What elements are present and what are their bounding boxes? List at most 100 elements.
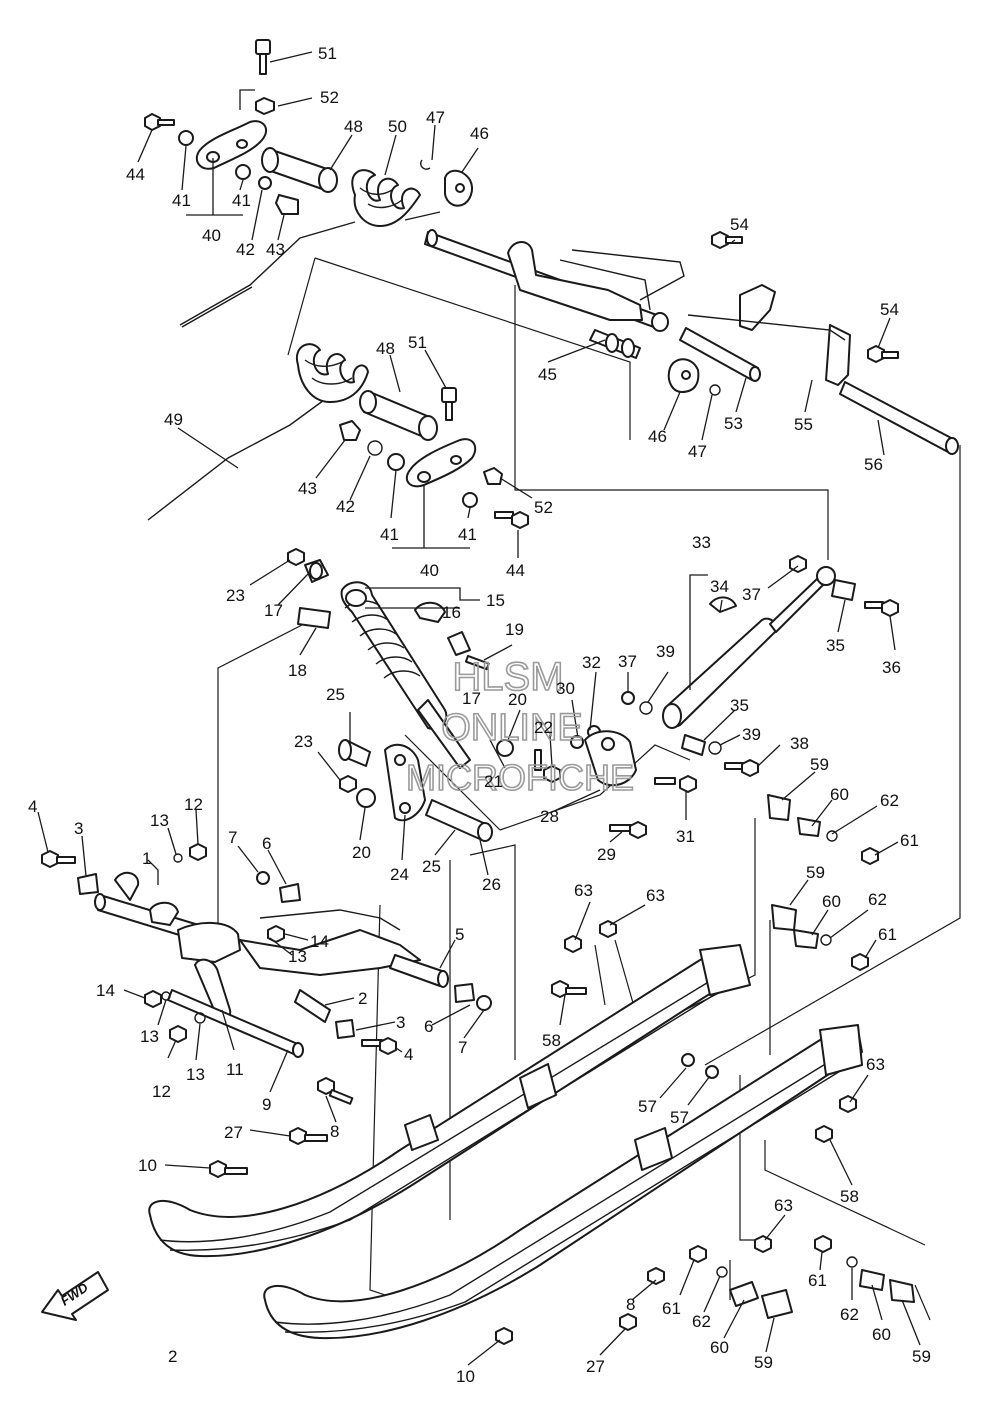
watermark-line-2: ONLINE	[441, 707, 582, 749]
callout-41: 41	[380, 525, 399, 544]
callout-61: 61	[878, 925, 897, 944]
bolt-51-left	[441, 387, 457, 421]
callout-8: 8	[626, 1295, 635, 1314]
bracket-55	[687, 284, 851, 386]
callout-60: 60	[872, 1325, 891, 1344]
callout-60: 60	[710, 1338, 729, 1357]
rear-axle-shaft-45	[424, 229, 685, 332]
callout-47: 47	[426, 108, 445, 127]
callout-46: 46	[470, 124, 489, 143]
callout-41: 41	[458, 525, 477, 544]
callout-52: 52	[534, 498, 553, 517]
slide-rail-bushing-48-top	[261, 147, 338, 193]
callout-25: 25	[422, 857, 441, 876]
callout-63: 63	[646, 886, 665, 905]
callout-37: 37	[742, 585, 761, 604]
callout-49: 49	[164, 410, 183, 429]
callout-62: 62	[692, 1312, 711, 1331]
callout-43: 43	[266, 240, 285, 259]
callout-63: 63	[574, 881, 593, 900]
slide-rail-bushing-48-left	[359, 390, 438, 441]
callout-36: 36	[882, 658, 901, 677]
callout-32: 32	[582, 653, 601, 672]
callout-17: 17	[264, 601, 283, 620]
callout-23: 23	[226, 586, 245, 605]
callout-13: 13	[150, 811, 169, 830]
callout-13: 13	[140, 1027, 159, 1046]
watermark-line-3: MICROFICHE	[406, 757, 634, 798]
shock-lower-link-28	[584, 730, 697, 839]
callout-58: 58	[840, 1187, 859, 1206]
callout-31: 31	[676, 827, 695, 846]
callout-48: 48	[376, 339, 395, 358]
callout-60: 60	[822, 892, 841, 911]
shaft-56	[839, 381, 959, 455]
callout-22: 22	[534, 718, 553, 737]
callout-52: 52	[320, 88, 339, 107]
front-arm-assembly-1	[94, 871, 449, 1058]
callout-numbers: 51 52 44 48 50 47 46 41 41 40 42 43 54 5…	[28, 44, 931, 1386]
callout-39: 39	[742, 725, 761, 744]
callout-50: 50	[388, 117, 407, 136]
callout-6: 6	[262, 834, 271, 853]
callout-24: 24	[390, 865, 409, 884]
callout-61: 61	[900, 831, 919, 850]
callout-56: 56	[864, 455, 883, 474]
shock-link-parts-20-22-30-32	[496, 725, 601, 783]
callout-4: 4	[28, 797, 37, 816]
slide-rail-right	[148, 944, 751, 1258]
shock-lower-bracket-24	[338, 739, 493, 842]
callout-12: 12	[152, 1082, 171, 1101]
callout-20: 20	[352, 843, 371, 862]
callout-47: 47	[688, 442, 707, 461]
callout-28: 28	[540, 807, 559, 826]
callout-38: 38	[790, 734, 809, 753]
callout-44: 44	[506, 561, 525, 580]
callout-54: 54	[880, 300, 899, 319]
callout-42: 42	[236, 240, 255, 259]
callout-21: 21	[484, 772, 503, 791]
watermark-line-1: HLSM	[452, 655, 563, 699]
callout-59: 59	[810, 755, 829, 774]
callout-44: 44	[126, 165, 145, 184]
callout-19: 19	[505, 620, 524, 639]
callout-59: 59	[754, 1353, 773, 1372]
callout-63: 63	[866, 1055, 885, 1074]
callout-60: 60	[830, 785, 849, 804]
bolt-51-top	[255, 39, 275, 115]
callout-48: 48	[344, 117, 363, 136]
callout-59: 59	[806, 863, 825, 882]
callout-11: 11	[226, 1060, 244, 1079]
callout-35: 35	[826, 636, 845, 655]
callout-54: 54	[730, 215, 749, 234]
callout-62: 62	[840, 1305, 859, 1324]
callout-3: 3	[396, 1013, 405, 1032]
rear-shock-absorber-15	[340, 581, 490, 769]
watermark: HLSM ONLINE MICROFICHE	[405, 654, 635, 799]
callout-43: 43	[298, 479, 317, 498]
callout-63: 63	[774, 1196, 793, 1215]
page-mark: 2	[168, 1347, 177, 1366]
cam-plate-46-47-top	[420, 159, 473, 207]
callout-14: 14	[96, 981, 115, 1000]
callout-57: 57	[670, 1108, 689, 1127]
callout-25: 25	[326, 685, 345, 704]
front-shock-mount-parts-35-39	[621, 555, 899, 777]
callout-61: 61	[662, 1299, 681, 1318]
callout-18: 18	[288, 661, 307, 680]
callout-41: 41	[232, 191, 251, 210]
callout-10: 10	[138, 1156, 157, 1175]
callout-62: 62	[868, 890, 887, 909]
center-shaft-46-45-lower	[589, 329, 721, 396]
callout-20: 20	[508, 690, 527, 709]
front-shock-absorber-33	[662, 566, 836, 729]
callout-35: 35	[730, 696, 749, 715]
callout-3: 3	[74, 819, 83, 838]
fwd-arrow-icon: FWD	[41, 1271, 109, 1321]
rail-slider-parts-59-60-61-62	[689, 794, 915, 1319]
callout-16: 16	[442, 603, 461, 622]
callout-42: 42	[336, 497, 355, 516]
callout-26: 26	[482, 875, 501, 894]
torsion-spring-right	[179, 169, 441, 328]
callout-40: 40	[202, 226, 221, 245]
